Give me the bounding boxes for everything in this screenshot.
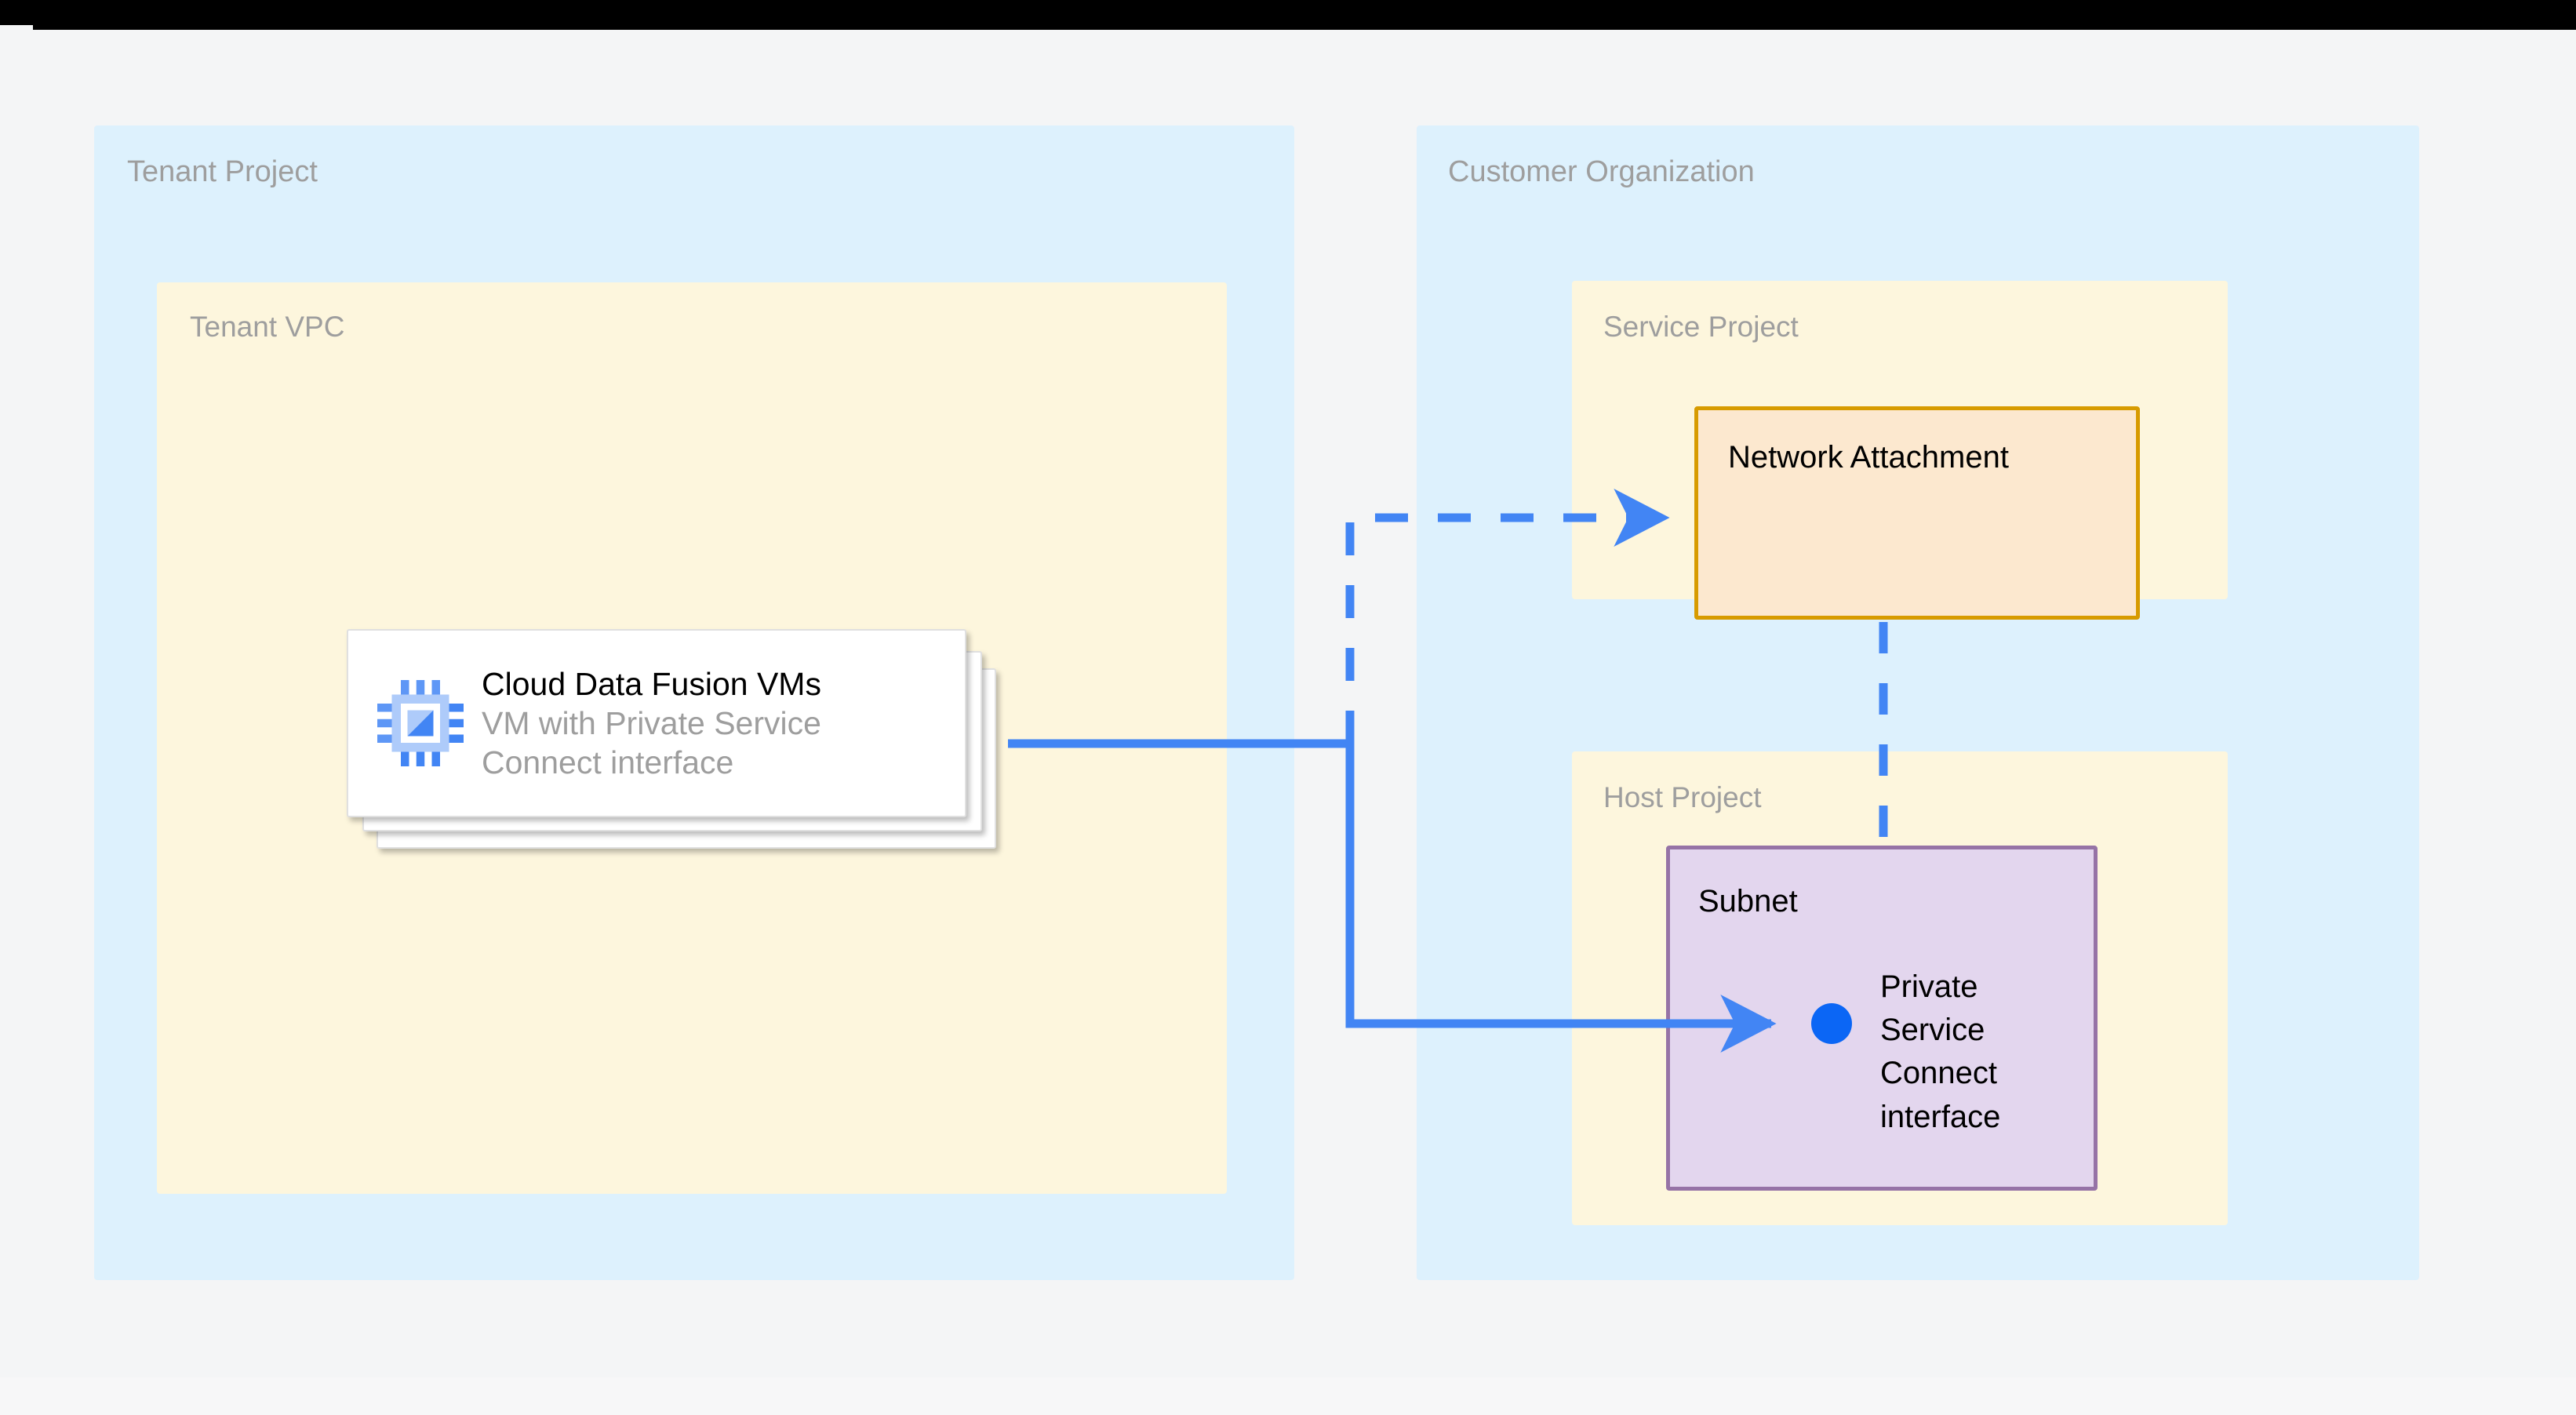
vm-card-subtitle: VM with Private Service Connect interfac… xyxy=(482,704,821,780)
node-subnet[interactable]: Subnet Private Service Connect interface xyxy=(1666,846,2098,1191)
group-tenant-project-label: Tenant Project xyxy=(127,155,318,188)
group-host-project-label: Host Project xyxy=(1603,781,1762,813)
node-subnet-label: Subnet xyxy=(1698,884,1798,918)
group-customer-organization-label: Customer Organization xyxy=(1448,155,1755,188)
compute-engine-chip-icon xyxy=(366,676,475,770)
top-bar-notch xyxy=(0,25,33,31)
vm-card-title: Cloud Data Fusion VMs xyxy=(482,665,821,702)
node-network-attachment-label: Network Attachment xyxy=(1728,440,2009,475)
vm-card-front[interactable]: Cloud Data Fusion VMs VM with Private Se… xyxy=(347,629,966,817)
vm-card-text: Cloud Data Fusion VMs VM with Private Se… xyxy=(482,664,890,782)
window-top-bar xyxy=(0,0,2576,30)
node-cloud-data-fusion-vms[interactable]: Cloud Data Fusion VMs VM with Private Se… xyxy=(347,629,1021,857)
group-service-project-label: Service Project xyxy=(1603,311,1799,343)
psc-interface-label: Private Service Connect interface xyxy=(1880,969,2001,1134)
group-tenant-vpc-label: Tenant VPC xyxy=(190,311,345,343)
diagram-footer-strip xyxy=(0,1377,2576,1415)
node-network-attachment[interactable]: Network Attachment xyxy=(1694,406,2140,620)
